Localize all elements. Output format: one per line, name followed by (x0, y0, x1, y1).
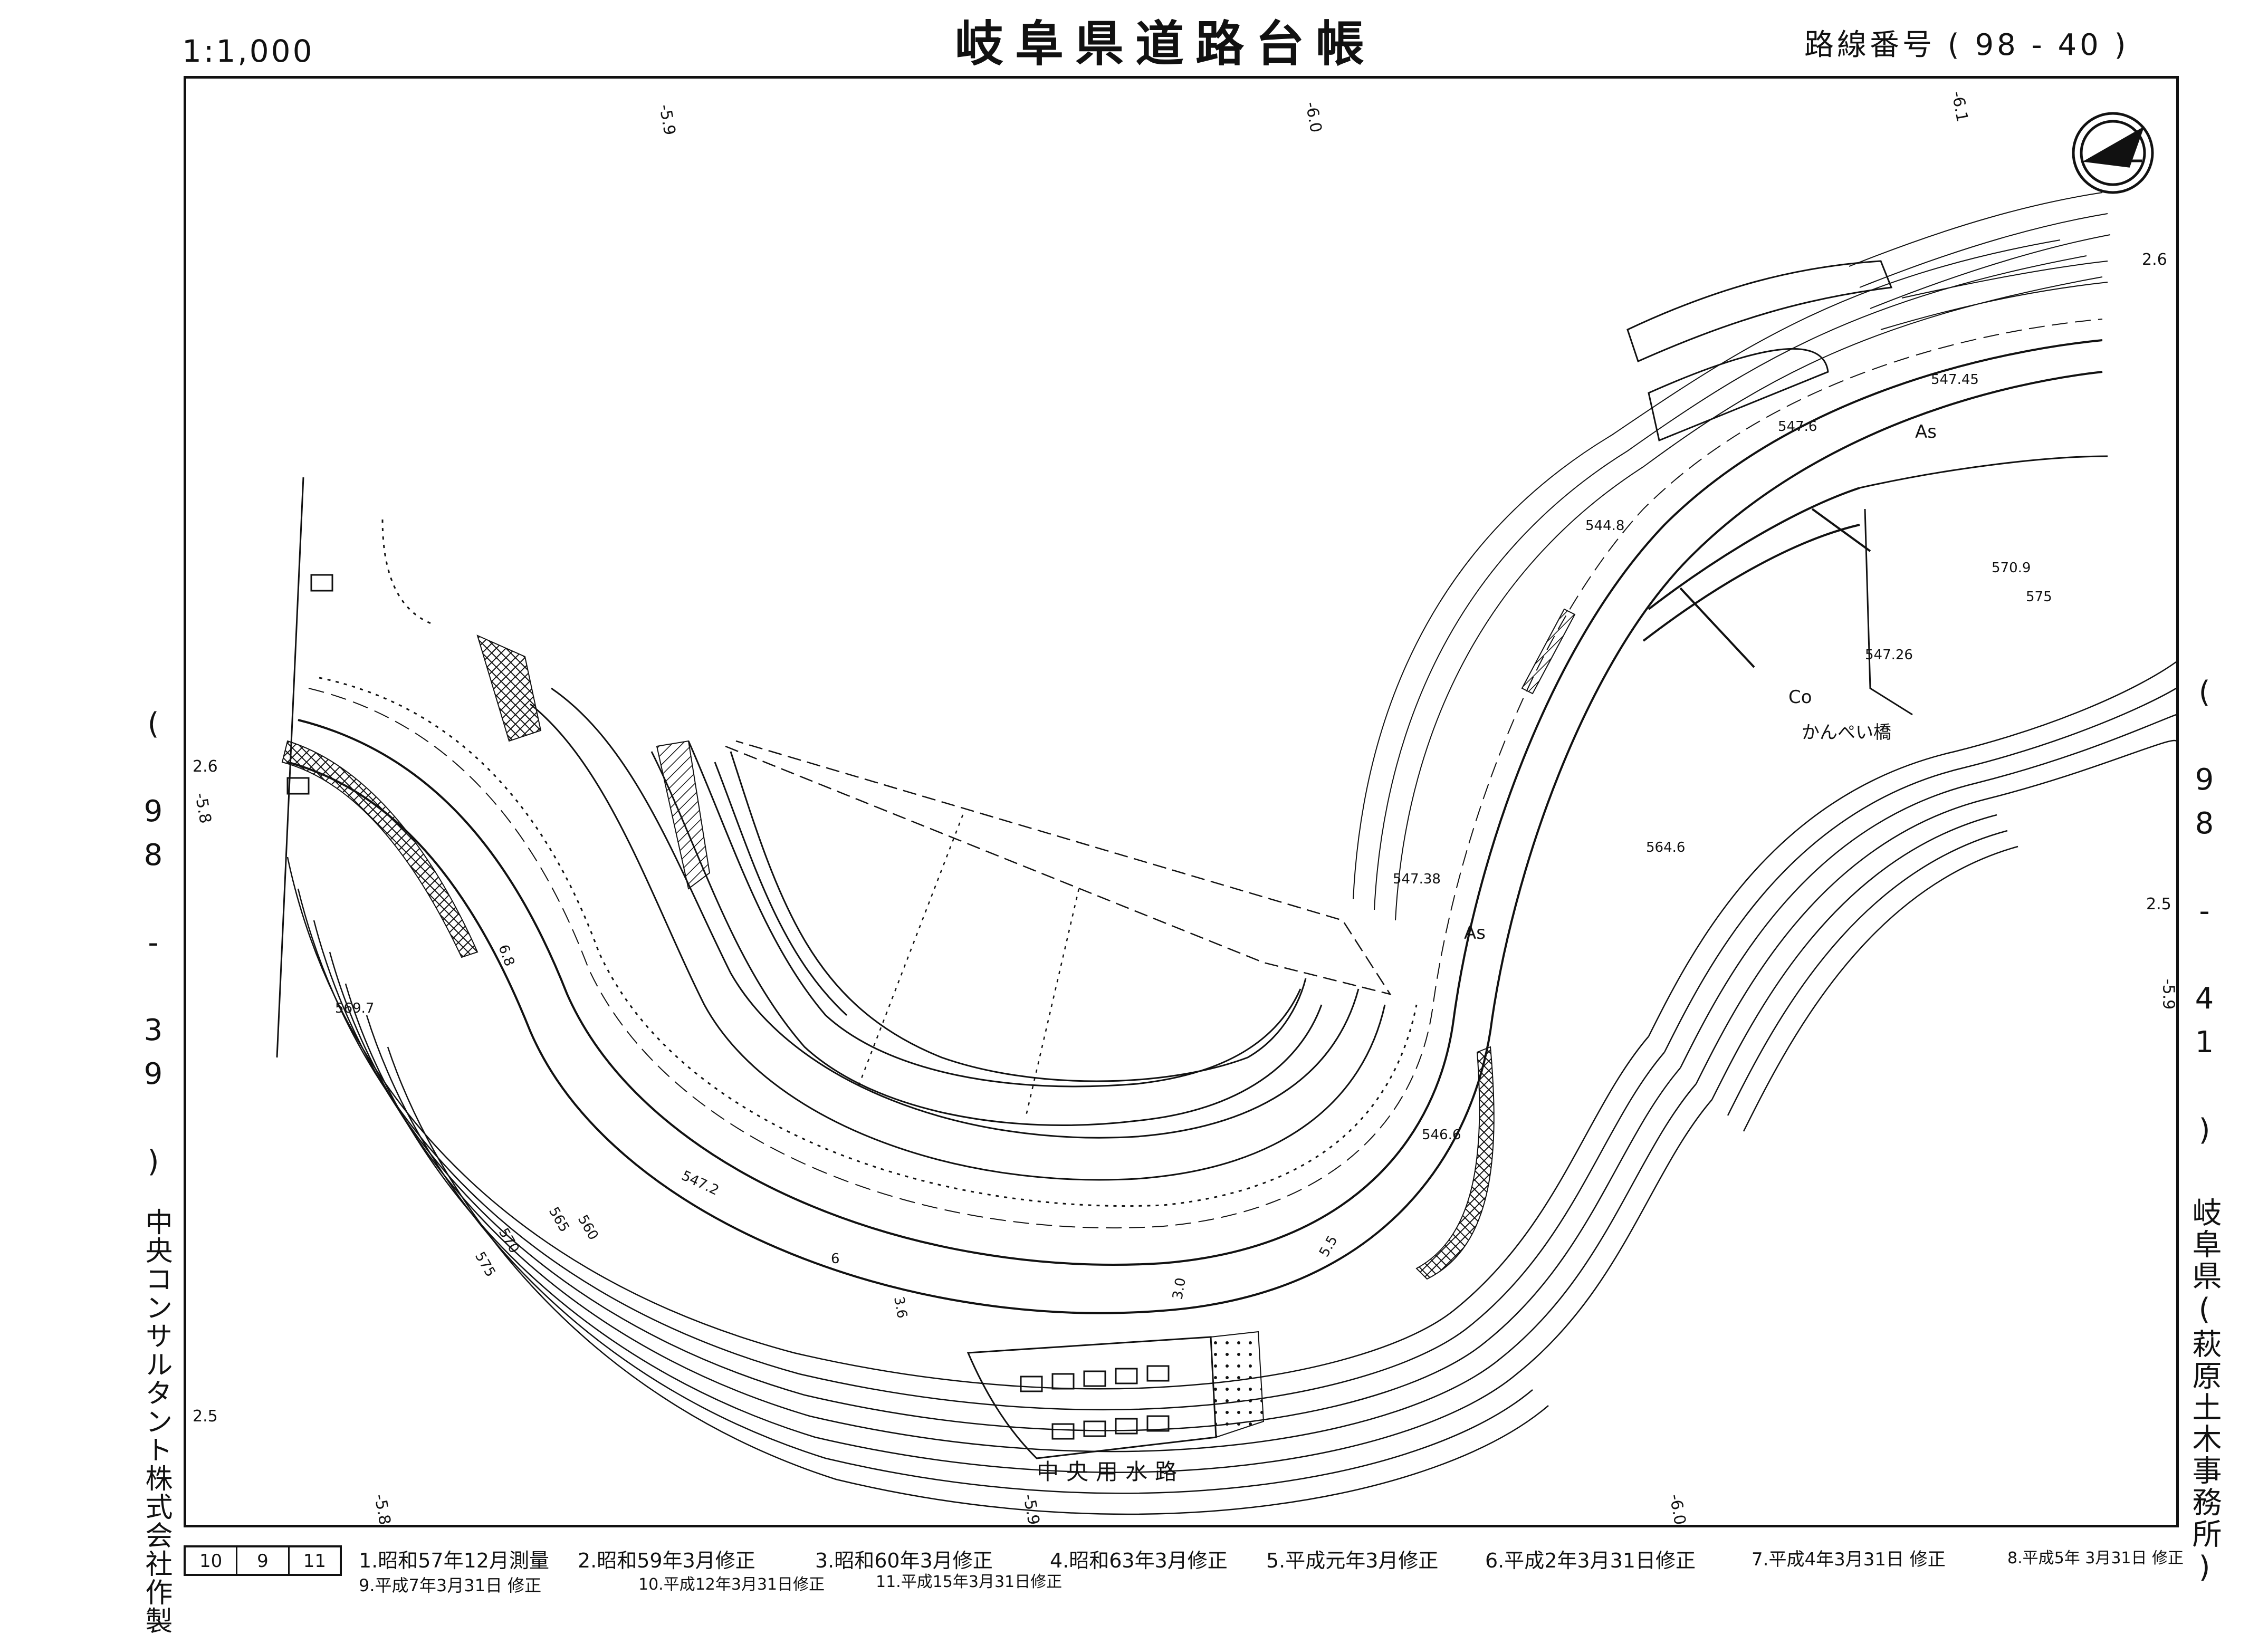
contour-label: 560 (575, 1213, 601, 1243)
boundary-line-west (276, 477, 304, 1058)
sheet-number: 10 (186, 1547, 238, 1574)
route-number: 路線番号 ( 98 - 40 ) (1804, 28, 2129, 62)
elevation-label: 547.38 (1393, 871, 1441, 887)
canal-structure (966, 1336, 1217, 1459)
surface-label: As (1464, 922, 1486, 944)
sheet-number: 9 (237, 1547, 290, 1574)
revision-entry: 3.昭和60年3月修正 (815, 1549, 993, 1572)
grid-label-bottom: -5.8 (370, 1493, 394, 1525)
sheet-index: 10 9 11 (184, 1545, 342, 1576)
grid-label-left: 2.5 (193, 1407, 218, 1426)
retaining-wall-bend (476, 634, 542, 742)
revision-entry: 9.平成7年3月31日 修正 (359, 1575, 542, 1595)
boundary-line-west (381, 519, 436, 626)
surface-label: As (1915, 421, 1937, 443)
issuing-office: 岐阜県(萩原土木事務所) (2187, 1197, 2222, 1586)
building (310, 574, 333, 592)
width-label: 3.6 (891, 1295, 910, 1320)
width-label: 5.5 (1316, 1233, 1341, 1260)
map-maker: 中央コンサルタント株式会社作製 (140, 1208, 172, 1635)
elevation-label: 547.2 (679, 1168, 721, 1199)
grid-label-top: -5.9 (655, 103, 679, 137)
slope-lines-north (1353, 192, 2111, 921)
elevation-label: 546.6 (1422, 1127, 1461, 1143)
guard-line (319, 677, 1418, 1207)
elevation-label: 547.45 (1931, 372, 1979, 388)
grid-label-left: -5.8 (191, 791, 215, 825)
revision-entry: 2.昭和59年3月修正 (578, 1549, 755, 1572)
cut-boundary (725, 740, 1392, 995)
revision-entry: 4.昭和63年3月修正 (1050, 1549, 1228, 1572)
map-drawing: -5.9 -6.0 -6.1 -5.8 -5.9 -6.0 2.6 -5.8 2… (191, 90, 2176, 1526)
elevation-label: 575 (2026, 589, 2052, 605)
bridge (1642, 487, 1871, 668)
road-centerline (287, 319, 2103, 1314)
width-label: 6.8 (495, 942, 517, 968)
retaining-wall-east (1415, 1046, 1495, 1280)
revision-entry: 7.平成4年3月31日 修正 (1752, 1549, 1946, 1570)
width-label: 6 (831, 1251, 840, 1267)
revision-entry: 11.平成15年3月31日修正 (876, 1573, 1063, 1591)
north-arrow (2072, 112, 2154, 194)
grid-label-bottom: -6.0 (1666, 1493, 1689, 1525)
map-title: 岐阜県道路台帳 (955, 16, 1376, 72)
surface-label: Co (1788, 687, 1812, 708)
upper-terrace (1626, 260, 1893, 363)
retaining-wall-west (281, 740, 479, 958)
guardrail-north (1521, 608, 1576, 695)
contour-label: 565 (546, 1205, 572, 1235)
field-division (856, 814, 964, 1090)
revision-entry: 5.平成元年3月修正 (1266, 1549, 1439, 1572)
grid-label-bottom: -5.9 (1019, 1493, 1043, 1525)
elevation-label: 547.26 (1865, 647, 1913, 663)
bridge-name: かんぺい橋 (1802, 722, 1891, 743)
revision-entry: 1.昭和57年12月測量 (359, 1549, 549, 1572)
map-scale: 1:1,000 (182, 33, 314, 69)
grid-label-right: -5.9 (2159, 978, 2178, 1010)
inner-terraces (530, 687, 1386, 1181)
revision-entry: 8.平成5年 3月31日 修正 (2007, 1549, 2184, 1567)
elevation-label: 544.8 (1585, 518, 1624, 534)
elevation-label: 569.7 (335, 1001, 374, 1016)
grid-label-top: -6.0 (1302, 100, 1325, 134)
map-frame: -5.9 -6.0 -6.1 -5.8 -5.9 -6.0 2.6 -5.8 2… (184, 76, 2179, 1527)
canal-name: 中央用水路 (1037, 1459, 1184, 1485)
field-division (1025, 888, 1080, 1116)
revision-entry: 10.平成12年3月31日修正 (638, 1575, 825, 1594)
grid-label-left: 2.6 (193, 757, 218, 776)
adjacent-route-right: ( 98 - 41 ) (2187, 675, 2222, 1157)
sheet-number: 11 (303, 1551, 326, 1572)
canal-boxes (1020, 1365, 1170, 1440)
adjacent-route-left: ( 98 - 39 ) (136, 707, 170, 1188)
contour-label: 575 (472, 1249, 499, 1280)
elevation-label: 547.6 (1778, 419, 1817, 435)
building (286, 777, 310, 795)
grid-label-right: 2.6 (2142, 251, 2167, 269)
grid-label-right: 2.5 (2146, 895, 2171, 913)
revision-entry: 6.平成2年3月31日修正 (1485, 1549, 1696, 1572)
elevation-label: 570.9 (1992, 560, 2031, 576)
contour-label: 570 (495, 1226, 522, 1256)
contour-lines (286, 661, 2176, 1515)
retaining-wall-inner (656, 740, 711, 890)
elevation-label: 564.6 (1646, 840, 1685, 855)
grid-label-top: -6.1 (1948, 90, 1972, 123)
canal-gravel (1210, 1331, 1265, 1438)
width-label: 3.0 (1170, 1276, 1189, 1301)
